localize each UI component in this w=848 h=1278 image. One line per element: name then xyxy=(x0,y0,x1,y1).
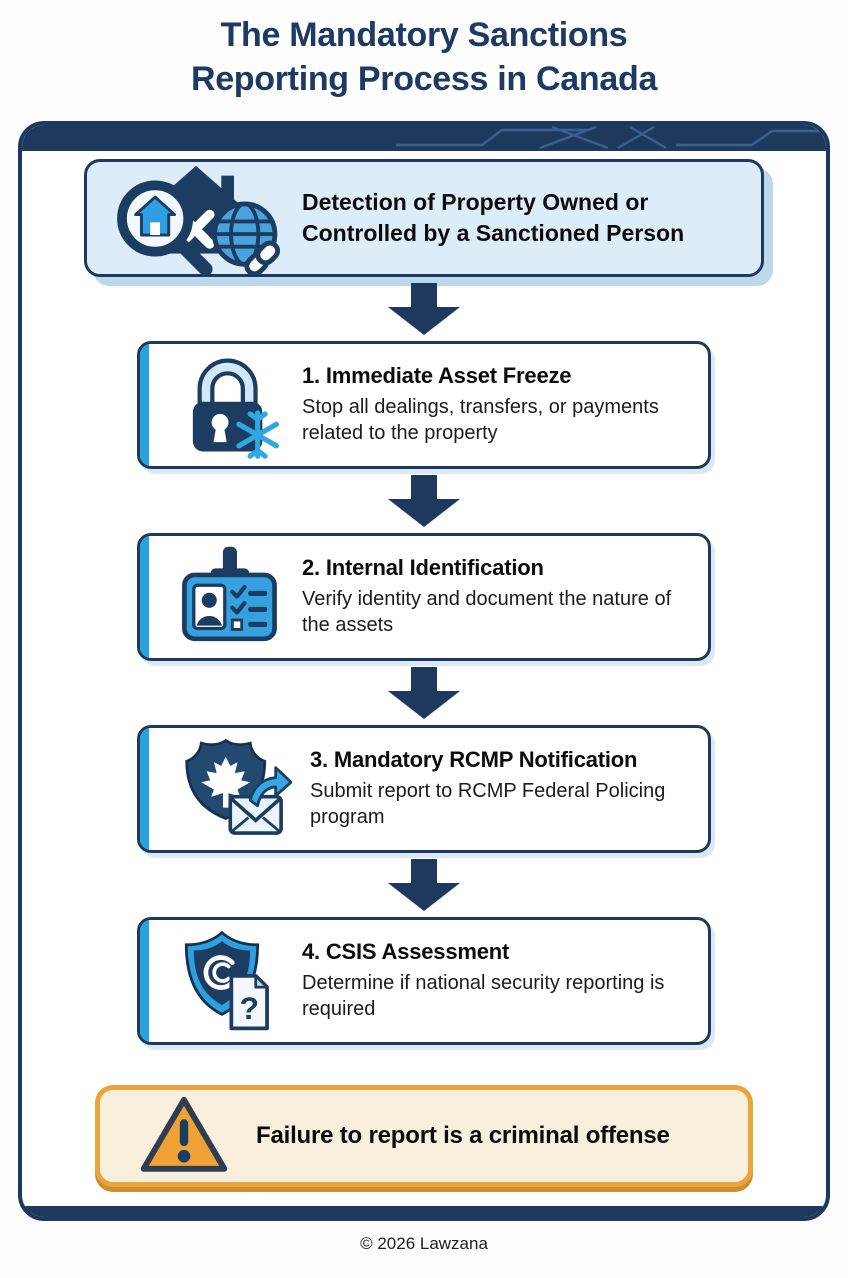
page-title: The Mandatory Sanctions Reporting Proces… xyxy=(0,14,848,101)
down-arrow-icon xyxy=(384,475,464,528)
warning-banner: Failure to report is a criminal offense xyxy=(95,1085,753,1188)
step-box-rcmp-notification: 3. Mandatory RCMP Notification Submit re… xyxy=(137,725,711,854)
step-description: Stop all dealings, transfers, or payment… xyxy=(302,396,659,445)
id-card-icon xyxy=(174,543,284,651)
step-description: Determine if national security reporting… xyxy=(302,972,665,1021)
card-top-band xyxy=(22,125,826,152)
infographic-page: The Mandatory Sanctions Reporting Proces… xyxy=(0,14,848,1278)
step-accent-stripe xyxy=(140,536,149,659)
warning-triangle-icon xyxy=(134,1094,234,1178)
card-bottom-band xyxy=(22,1206,826,1218)
down-arrow-icon xyxy=(384,859,464,912)
process-card: Detection of Property Owned or Controlle… xyxy=(18,121,830,1222)
step-title: 4. CSIS Assessment xyxy=(302,939,510,965)
step-box-csis-assessment: ? 4. CSIS Assessment Determine if nation… xyxy=(137,917,711,1046)
copyright-text: © 2026 Lawzana xyxy=(360,1234,488,1254)
page-title-line1: The Mandatory Sanctions xyxy=(220,16,628,54)
step-title: 1. Immediate Asset Freeze xyxy=(302,363,572,389)
circuit-lines-decor xyxy=(396,125,820,150)
step-accent-stripe xyxy=(140,344,149,467)
csis-shield-document-icon: ? xyxy=(174,927,284,1035)
page-title-line2: Reporting Process in Canada xyxy=(190,59,658,98)
rcmp-badge-envelope-icon xyxy=(174,735,292,843)
step-accent-stripe xyxy=(140,920,149,1043)
detection-header-box: Detection of Property Owned or Controlle… xyxy=(84,159,764,278)
asset-freeze-lock-icon xyxy=(174,351,284,459)
step-title: 2. Internal Identification xyxy=(302,555,544,581)
step-accent-stripe xyxy=(140,728,149,851)
step-description: Submit report to RCMP Federal Policing p… xyxy=(310,780,666,829)
step-description: Verify identity and document the nature … xyxy=(302,588,672,637)
property-detection-icon xyxy=(103,162,288,275)
detection-header-label: Detection of Property Owned or Controlle… xyxy=(302,188,685,247)
down-arrow-icon xyxy=(384,667,464,720)
step-box-internal-identification: 2. Internal Identification Verify identi… xyxy=(137,533,711,662)
svg-text:?: ? xyxy=(239,990,258,1026)
down-arrow-icon xyxy=(384,283,464,336)
step-box-asset-freeze: 1. Immediate Asset Freeze Stop all deali… xyxy=(137,341,711,470)
process-flow: Detection of Property Owned or Controlle… xyxy=(22,151,826,1188)
warning-label: Failure to report is a criminal offense xyxy=(256,1122,670,1150)
step-title: 3. Mandatory RCMP Notification xyxy=(310,747,638,773)
